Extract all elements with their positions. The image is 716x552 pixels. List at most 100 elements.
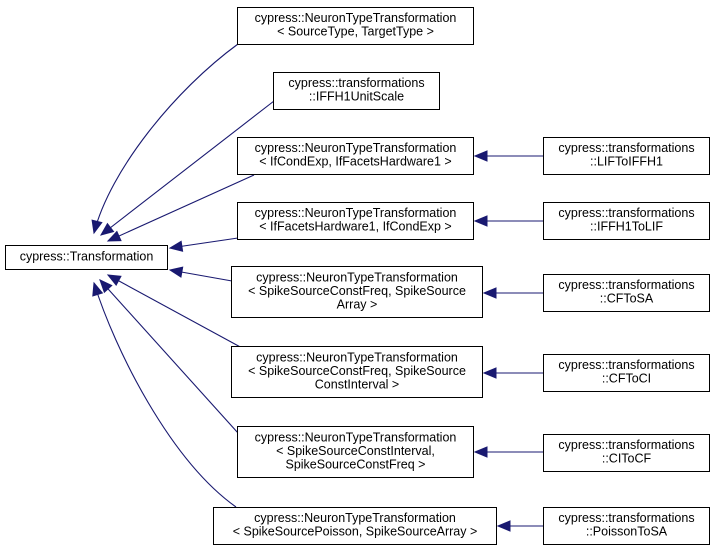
- inheritance-edge: [91, 43, 239, 235]
- arrowhead-icon: [99, 222, 115, 236]
- class-label-line: cypress::NeuronTypeTransformation: [255, 11, 457, 25]
- class-label-line: ConstInterval >: [315, 377, 399, 391]
- class-node-lif-to-iffh1[interactable]: cypress::transformations::LIFToIFFH1: [543, 137, 710, 175]
- class-label-line: cypress::NeuronTypeTransformation: [255, 430, 457, 444]
- class-node-ntt-constfreq-constinterval[interactable]: cypress::NeuronTypeTransformation< Spike…: [231, 346, 483, 398]
- arrowhead-icon: [473, 446, 488, 458]
- class-label-line: ::IFFH1ToLIF: [590, 220, 663, 234]
- class-box: [543, 202, 710, 240]
- arrowhead-icon: [168, 240, 184, 252]
- inheritance-edge: [482, 287, 543, 299]
- class-label-line: ::CFToSA: [600, 292, 654, 306]
- class-box: [237, 7, 474, 45]
- class-label-line: cypress::NeuronTypeTransformation: [256, 350, 458, 364]
- inheritance-edge: [168, 266, 233, 282]
- class-box: [237, 426, 474, 478]
- class-label-line: < SourceType, TargetType >: [277, 25, 434, 39]
- class-label-line: SpikeSourceConstFreq >: [285, 457, 425, 471]
- class-node-cf-to-ci[interactable]: cypress::transformations::CFToCI: [543, 354, 710, 392]
- class-node-ntt-iffacets-ifcondexp[interactable]: cypress::NeuronTypeTransformation< IfFac…: [237, 202, 474, 240]
- class-box: [231, 346, 483, 398]
- arrowhead-icon: [473, 150, 488, 162]
- class-label-line: ::LIFToIFFH1: [590, 155, 663, 169]
- class-label-line: cypress::transformations: [558, 438, 694, 452]
- edge-line: [99, 279, 239, 434]
- edges-layer: [91, 43, 543, 532]
- class-node-iffh1-to-lif[interactable]: cypress::transformations::IFFH1ToLIF: [543, 202, 710, 240]
- inheritance-edge: [106, 274, 245, 350]
- class-label-line: ::CIToCF: [602, 452, 652, 466]
- arrowhead-icon: [91, 219, 103, 235]
- arrowhead-icon: [92, 281, 104, 297]
- class-label-line: cypress::NeuronTypeTransformation: [256, 270, 458, 284]
- arrowhead-icon: [106, 230, 122, 242]
- class-label-line: cypress::NeuronTypeTransformation: [254, 511, 456, 525]
- class-label-line: < IfCondExp, IfFacetsHardware1 >: [259, 155, 451, 169]
- class-node-ntt-ifcondexp-iffacets[interactable]: cypress::NeuronTypeTransformation< IfCon…: [237, 137, 474, 175]
- class-box: [273, 72, 440, 110]
- inheritance-edge: [473, 215, 543, 227]
- inheritance-edge: [99, 100, 275, 236]
- inheritance-edge: [99, 279, 239, 434]
- class-node-ntt-source-target[interactable]: cypress::NeuronTypeTransformation< Sourc…: [237, 7, 474, 45]
- edge-line: [100, 100, 275, 236]
- class-label-line: < SpikeSourceConstInterval,: [276, 444, 435, 458]
- class-box: [237, 202, 474, 240]
- inheritance-edge: [473, 150, 543, 162]
- inheritance-edge: [496, 520, 543, 532]
- class-label-line: cypress::transformations: [558, 278, 694, 292]
- class-label-line: ::PoissonToSA: [586, 525, 668, 539]
- inheritance-edge: [92, 281, 237, 508]
- class-label-line: < IfFacetsHardware1, IfCondExp >: [259, 220, 451, 234]
- class-label-line: < SpikeSourceConstFreq, SpikeSource: [248, 284, 466, 298]
- inheritance-edge: [168, 237, 239, 252]
- class-label-line: < SpikeSourcePoisson, SpikeSourceArray >: [233, 525, 478, 539]
- class-box: [543, 507, 710, 545]
- class-node-iffh1-unit-scale[interactable]: cypress::transformations::IFFH1UnitScale: [273, 72, 440, 110]
- nodes-layer: cypress::Transformationcypress::NeuronTy…: [5, 7, 710, 545]
- class-label-line: ::IFFH1UnitScale: [309, 90, 404, 104]
- arrowhead-icon: [99, 279, 113, 294]
- class-label-line: Array >: [337, 297, 378, 311]
- inheritance-edge: [473, 446, 543, 458]
- class-label-line: < SpikeSourceConstFreq, SpikeSource: [248, 364, 466, 378]
- class-node-transformation[interactable]: cypress::Transformation: [5, 245, 168, 270]
- class-label-line: cypress::transformations: [558, 206, 694, 220]
- inheritance-edge: [482, 367, 543, 379]
- edge-line: [107, 174, 255, 242]
- class-label-line: cypress::transformations: [558, 141, 694, 155]
- inheritance-edge: [106, 174, 255, 242]
- class-node-ntt-constfreq-array[interactable]: cypress::NeuronTypeTransformation< Spike…: [231, 266, 483, 318]
- arrowhead-icon: [482, 287, 497, 299]
- edge-line: [93, 43, 239, 234]
- class-box: [543, 354, 710, 392]
- arrowhead-icon: [473, 215, 488, 227]
- arrowhead-icon: [482, 367, 497, 379]
- class-box: [237, 137, 474, 175]
- class-label-line: cypress::transformations: [288, 76, 424, 90]
- class-box: [543, 137, 710, 175]
- class-node-cf-to-sa[interactable]: cypress::transformations::CFToSA: [543, 274, 710, 312]
- class-label-line: cypress::NeuronTypeTransformation: [255, 206, 457, 220]
- class-box: [231, 266, 483, 318]
- edge-line: [93, 282, 237, 508]
- class-box: [543, 274, 710, 312]
- class-label-line: ::CFToCI: [602, 372, 651, 386]
- class-label-line: cypress::Transformation: [20, 249, 154, 263]
- class-node-poisson-to-sa[interactable]: cypress::transformations::PoissonToSA: [543, 507, 710, 545]
- class-node-ntt-constinterval-constfreq[interactable]: cypress::NeuronTypeTransformation< Spike…: [237, 426, 474, 478]
- arrowhead-icon: [496, 520, 511, 532]
- class-node-ci-to-cf[interactable]: cypress::transformations::CIToCF: [543, 434, 710, 472]
- class-label-line: cypress::transformations: [558, 511, 694, 525]
- arrowhead-icon: [106, 274, 122, 287]
- class-label-line: cypress::transformations: [558, 358, 694, 372]
- edge-line: [107, 274, 245, 350]
- class-box: [543, 434, 710, 472]
- class-node-ntt-poisson-array[interactable]: cypress::NeuronTypeTransformation< Spike…: [213, 507, 497, 545]
- class-label-line: cypress::NeuronTypeTransformation: [255, 141, 457, 155]
- class-box: [213, 507, 497, 545]
- arrowhead-icon: [168, 266, 184, 278]
- class-box: [5, 245, 168, 270]
